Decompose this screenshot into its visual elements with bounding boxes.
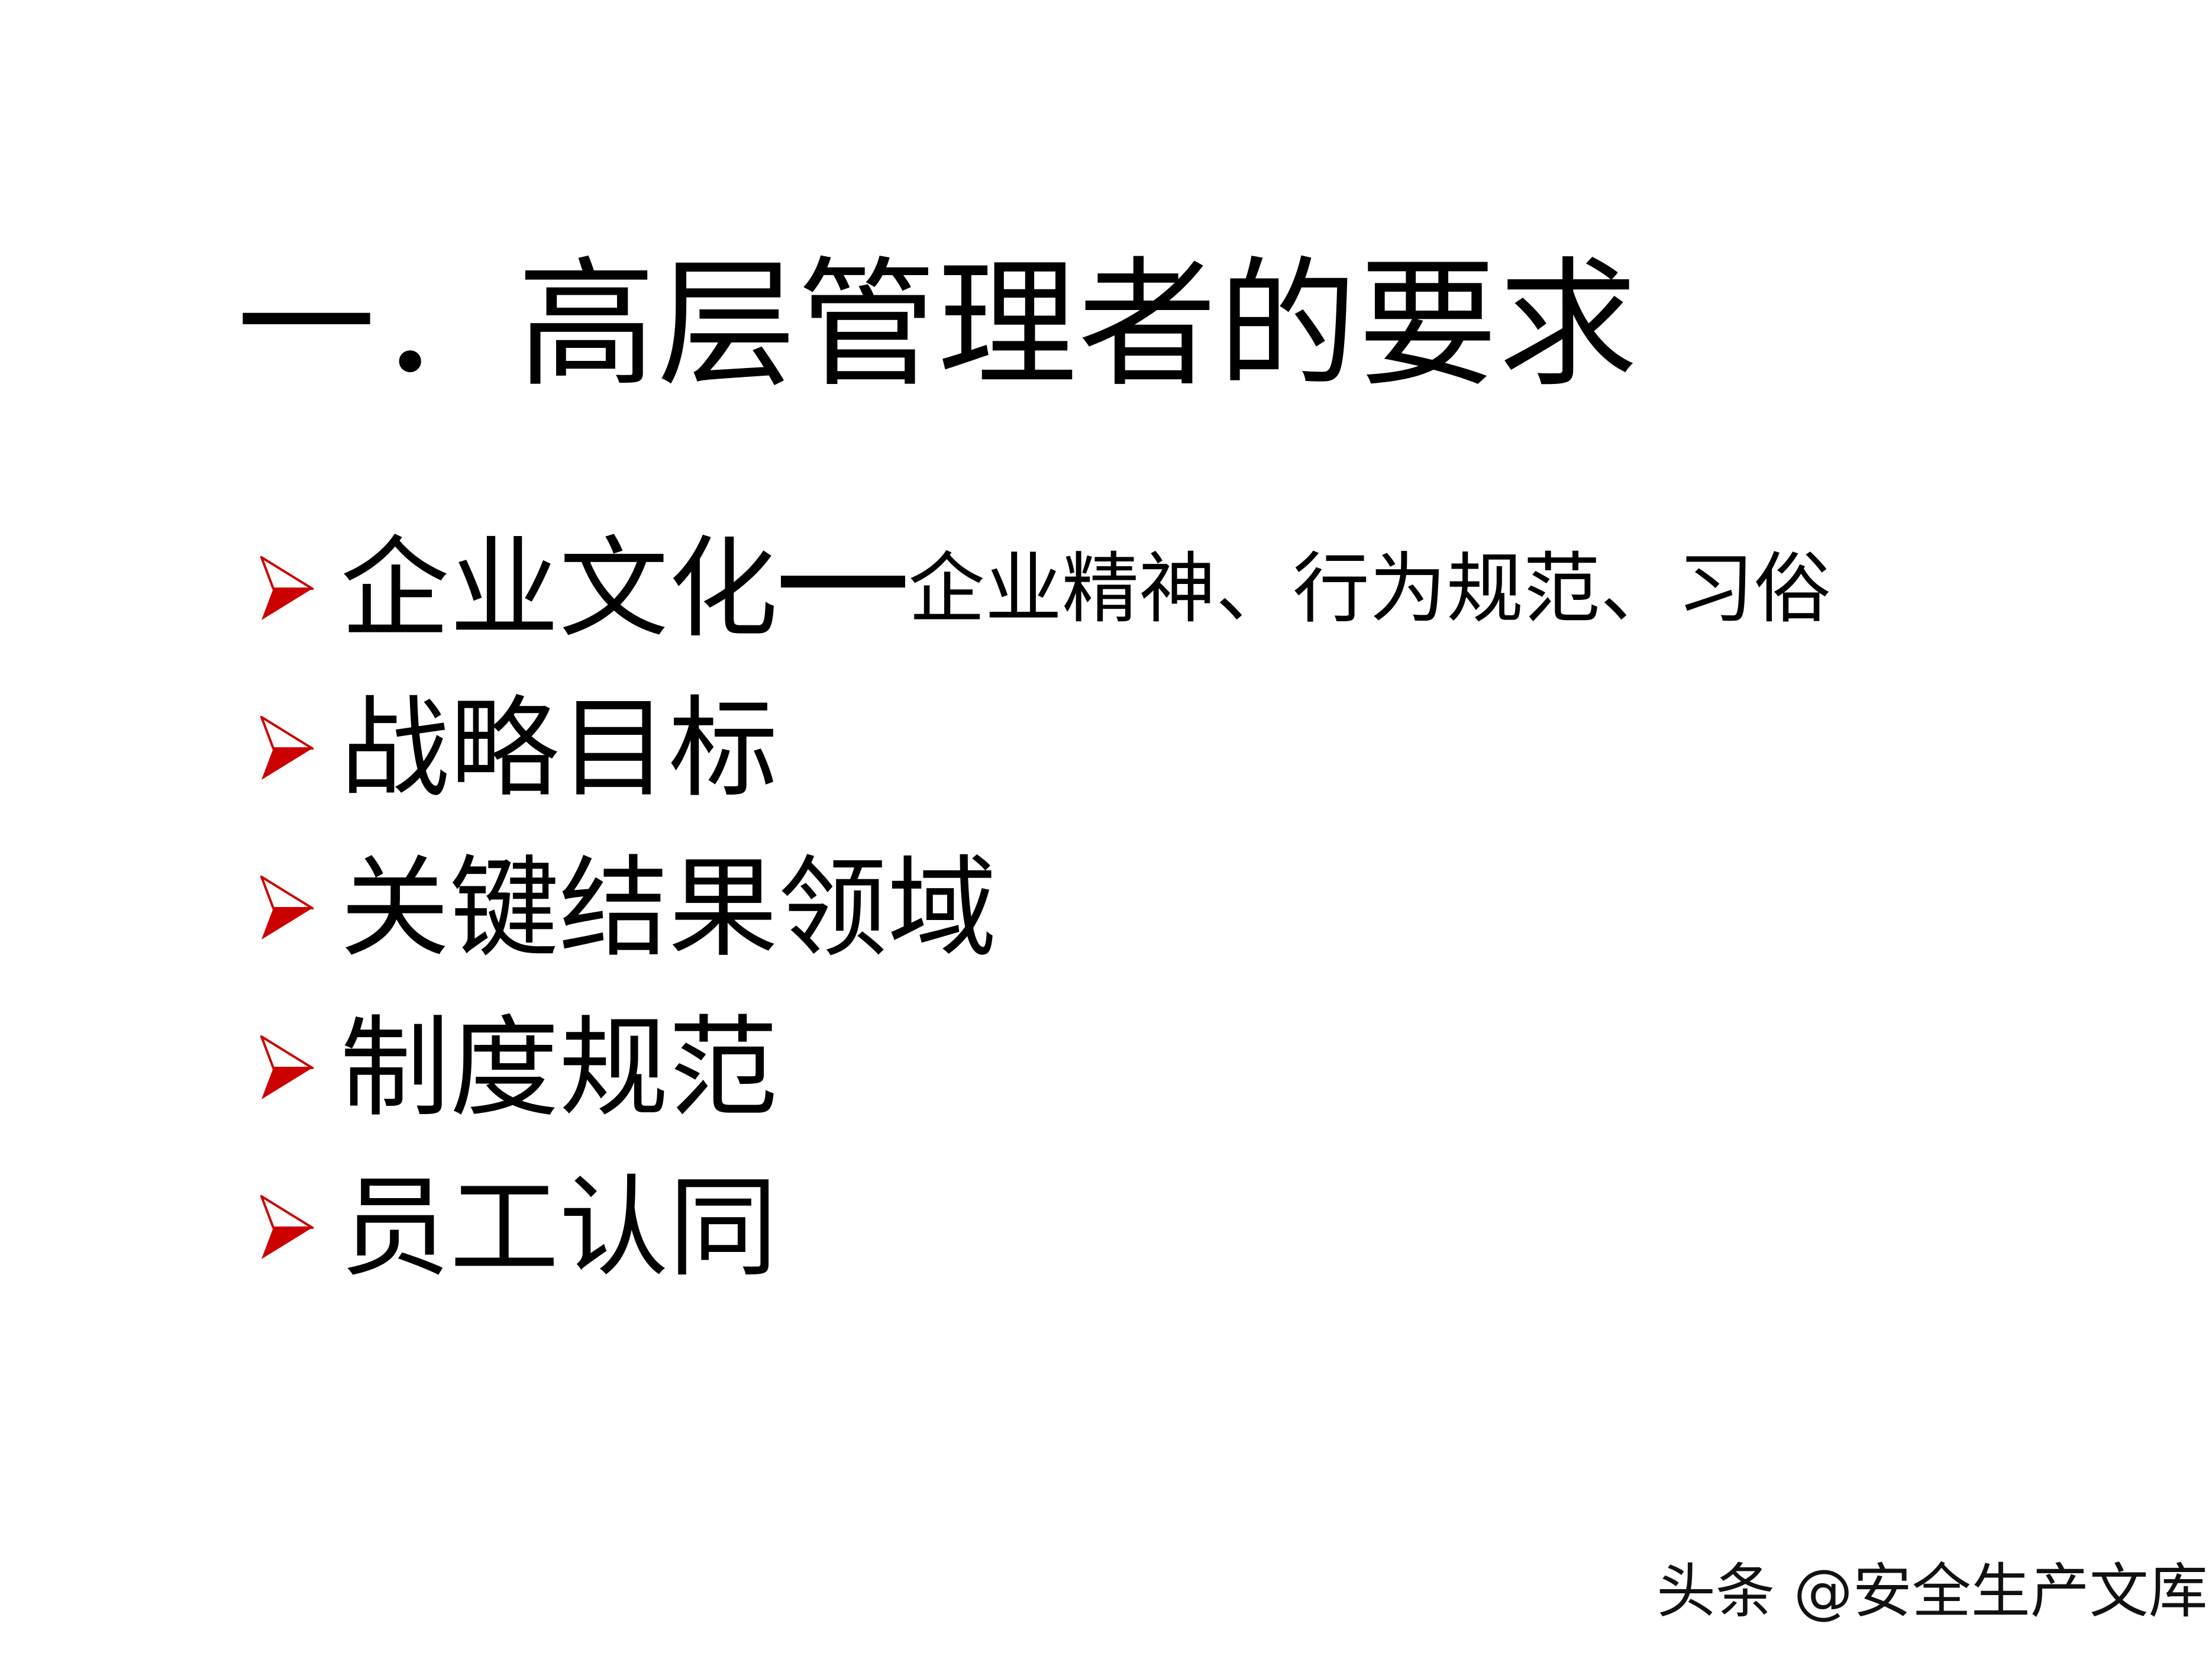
watermark: 头条 @安全生产文库 (1656, 1557, 2208, 1626)
item-detail-text: 企业精神、行为规范、习俗 (908, 544, 1832, 634)
red-arrowhead-icon (260, 1195, 314, 1259)
red-arrowhead-icon (260, 556, 314, 620)
item-main-text: 关键结果领域 (340, 844, 997, 972)
item-main-text: 企业文化 (340, 525, 778, 653)
list-item: 制度规范 (260, 988, 778, 1148)
red-arrowhead-icon (260, 716, 314, 780)
red-arrowhead-icon (260, 876, 314, 940)
list-item: 员工认同 (260, 1148, 778, 1308)
item-main-text: 战略目标 (340, 685, 778, 812)
red-arrowhead-icon (260, 1035, 314, 1099)
list-item: 战略目标 (260, 669, 778, 828)
em-dash (781, 576, 905, 588)
list-item: 关键结果领域 (260, 828, 997, 988)
item-main-text: 员工认同 (340, 1164, 778, 1292)
list-item: 企业文化 企业精神、行为规范、习俗 (260, 509, 1831, 669)
item-main-text: 制度规范 (340, 1004, 778, 1132)
slide-title: 一．高层管理者的要求 (237, 244, 1639, 406)
